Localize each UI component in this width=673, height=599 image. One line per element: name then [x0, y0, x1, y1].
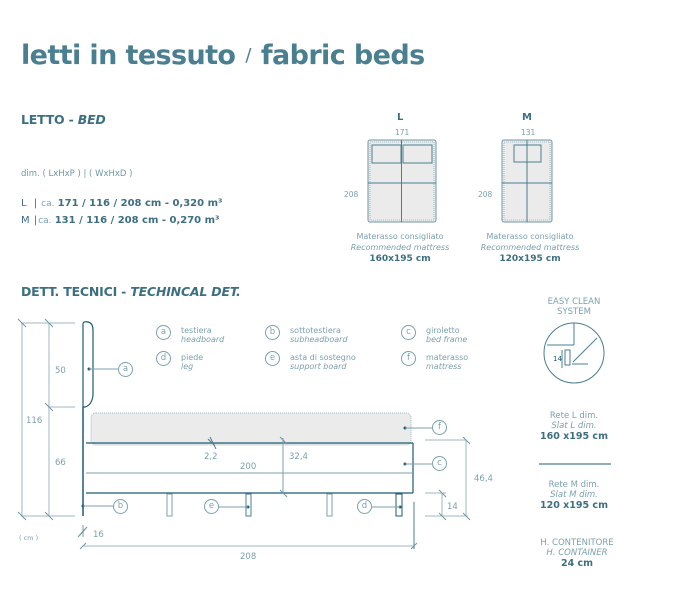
- container-value: 24 cm: [560, 558, 594, 569]
- caption-it: Materasso consigliato: [356, 232, 444, 241]
- callout-a: a: [118, 362, 133, 377]
- tech-section-heading: DETT. TECNICI - TECHINCAL DET.: [21, 284, 241, 299]
- separator: |: [33, 215, 38, 226]
- caption-en: Recommended mattress: [480, 243, 580, 252]
- legend-it: giroletto: [426, 326, 460, 335]
- legend-key-a: a: [156, 325, 171, 340]
- title-separator: /: [245, 45, 251, 66]
- plan-l-caption: Materasso consigliato Recommended mattre…: [345, 232, 455, 264]
- legend-en: leg: [181, 362, 194, 371]
- easy-clean-label: EASY CLEAN SYSTEM: [524, 297, 624, 317]
- dim-side-height: 46,4: [474, 474, 493, 484]
- legend-key-b: b: [265, 325, 280, 340]
- size-letter: L: [21, 198, 27, 209]
- dim-total-height: 116: [26, 416, 43, 426]
- plan-m-width: 131: [521, 128, 536, 137]
- slat-l-info: Rete L dim. Slat L dim. 160 x195 cm: [524, 411, 624, 442]
- legend-key-e: e: [265, 351, 280, 366]
- legend-en: subheadboard: [290, 335, 348, 344]
- caption-it: Materasso consigliato: [486, 232, 574, 241]
- dim-leg-height: 14: [447, 502, 458, 512]
- callout-c: c: [432, 456, 447, 471]
- dim-gap: 2,2: [204, 452, 218, 462]
- title-english: fabric beds: [260, 40, 425, 71]
- size-row-l: L |ca. 171 / 116 / 208 cm - 0,320 m³: [21, 198, 222, 209]
- separator: |: [33, 198, 38, 209]
- container-it: H. CONTENITORE: [540, 538, 614, 548]
- easy-clean-icon: 14: [543, 322, 605, 384]
- bed-heading-en: BED: [77, 112, 106, 127]
- dim-headboard-height: 50: [55, 366, 66, 376]
- size-dims: 131 / 116 / 208 cm - 0,270 m³: [54, 215, 220, 226]
- plan-l-width: 171: [395, 128, 410, 137]
- plan-m-drawing: [501, 139, 553, 223]
- tech-heading-en: TECHINCAL DET.: [130, 284, 241, 299]
- legend-key-d: d: [156, 351, 171, 366]
- caption-en: Recommended mattress: [350, 243, 450, 252]
- slat-en: Slat L dim.: [551, 421, 597, 431]
- slat-m-info: Rete M dim. Slat M dim. 120 x195 cm: [524, 480, 624, 511]
- side-elevation: [17, 318, 471, 550]
- legend-it: testiera: [181, 326, 212, 335]
- plan-m-caption: Materasso consigliato Recommended mattre…: [475, 232, 585, 264]
- callout-b: b: [113, 499, 128, 514]
- easy-clean-line1: EASY CLEAN: [547, 297, 601, 307]
- callout-d: d: [357, 499, 372, 514]
- caption-mattress: 160x195 cm: [369, 254, 431, 264]
- plan-m-letter: M: [522, 112, 532, 123]
- legend-it: piede: [181, 353, 204, 362]
- svg-text:14: 14: [553, 355, 562, 363]
- legend-en: support board: [290, 362, 347, 371]
- bed-section-heading: LETTO - BED: [21, 112, 106, 127]
- legend-key-c: c: [401, 325, 416, 340]
- legend-it: asta di sostegno: [290, 353, 356, 362]
- approx-label: ca.: [38, 216, 52, 226]
- caption-mattress: 120x195 cm: [499, 254, 561, 264]
- slat-it: Rete L dim.: [549, 411, 599, 421]
- size-row-m: M |ca. 131 / 116 / 208 cm - 0,270 m³: [21, 215, 219, 226]
- plan-l-length: 208: [344, 190, 359, 199]
- plan-l-drawing: [367, 139, 437, 223]
- plan-m-length: 208: [478, 190, 493, 199]
- easy-clean-line2: SYSTEM: [557, 307, 591, 317]
- tech-heading-it: DETT. TECNICI -: [21, 284, 131, 299]
- dim-inner-length: 200: [240, 462, 257, 472]
- legend-en: bed frame: [426, 335, 468, 344]
- bed-heading-it: LETTO -: [21, 112, 78, 127]
- dim-headboard-thickness: 16: [93, 530, 104, 540]
- container-info: H. CONTENITORE H. CONTAINER 24 cm: [527, 538, 627, 569]
- slat-en: Slat M dim.: [550, 490, 598, 500]
- title-italian: letti in tessuto: [21, 40, 236, 71]
- slat-it: Rete M dim.: [548, 480, 600, 490]
- legend-en: mattress: [426, 362, 462, 371]
- legend-it: materasso: [426, 353, 469, 362]
- legend-key-f: f: [401, 351, 416, 366]
- callout-e: e: [204, 499, 219, 514]
- dim-lower-height: 66: [55, 458, 66, 468]
- size-dims: 171 / 116 / 208 cm - 0,320 m³: [57, 198, 223, 209]
- dim-frame-height: 32,4: [289, 452, 308, 462]
- dim-total-length: 208: [240, 552, 257, 562]
- legend-it: sottotestiera: [290, 326, 341, 335]
- callout-f: f: [432, 420, 447, 435]
- legend-en: headboard: [181, 335, 225, 344]
- size-letter: M: [21, 215, 30, 226]
- slat-value: 120 x195 cm: [540, 500, 608, 511]
- plan-l-letter: L: [397, 112, 404, 123]
- dim-label: dim. ( LxHxP ) | ( WxHxD ): [21, 169, 133, 179]
- unit-label: ( cm ): [19, 534, 39, 542]
- approx-label: ca.: [41, 199, 55, 209]
- slat-value: 160 x195 cm: [540, 431, 608, 442]
- page-title: letti in tessuto / fabric beds: [21, 40, 425, 71]
- container-en: H. CONTAINER: [546, 548, 608, 558]
